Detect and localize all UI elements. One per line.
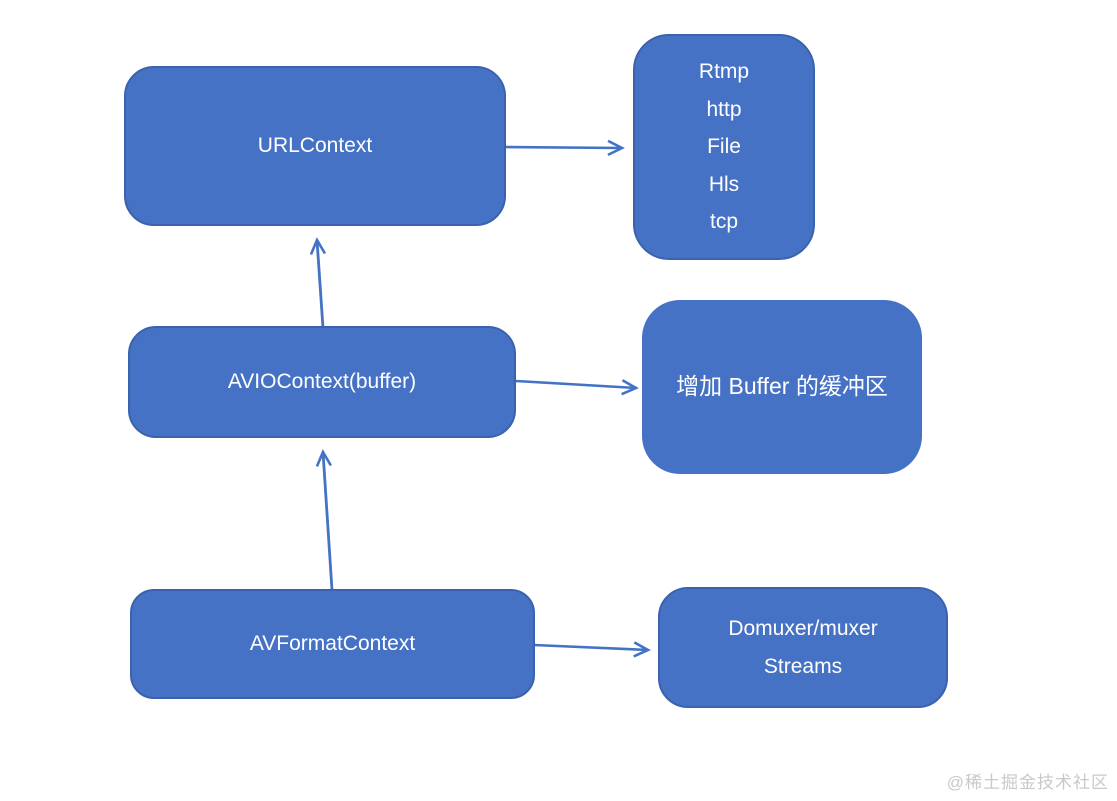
urlcontext-label: URLContext	[257, 134, 373, 158]
avformatcontext-label: AVFormatContext	[249, 632, 416, 656]
aviocontext-label: AVIOContext(buffer)	[227, 370, 417, 394]
buffernote-label: 增加 Buffer 的缓冲区	[676, 373, 888, 400]
protocol-http-label: http	[706, 97, 742, 121]
watermark: @稀土掘金技术社区	[946, 773, 1109, 792]
avformatcontext-box: AVFormatContext	[130, 589, 535, 699]
buffernote-box: 增加 Buffer 的缓冲区	[642, 300, 922, 474]
protocol-hls-label: Hls	[708, 172, 740, 196]
demuxer-muxer-label: Domuxer/muxer	[728, 616, 878, 640]
arrow-avformatcontext-to-demuxer	[533, 641, 651, 658]
protocol-file-label: File	[707, 135, 741, 159]
urlcontext-box: URLContext	[124, 66, 506, 226]
protocols-box: Rtmp http File Hls tcp	[633, 34, 815, 260]
arrow-aviocontext-to-urlcontext	[309, 237, 327, 329]
arrow-aviocontext-to-buffernote	[515, 379, 639, 396]
arrow-urlcontext-to-protocols	[505, 139, 625, 157]
demuxer-box: Domuxer/muxer Streams	[658, 587, 948, 708]
aviocontext-box: AVIOContext(buffer)	[128, 326, 516, 438]
protocol-tcp-label: tcp	[709, 210, 738, 234]
streams-label: Streams	[763, 654, 843, 678]
arrow-avformatcontext-to-aviocontext	[315, 449, 334, 591]
protocol-rtmp-label: Rtmp	[698, 60, 750, 84]
